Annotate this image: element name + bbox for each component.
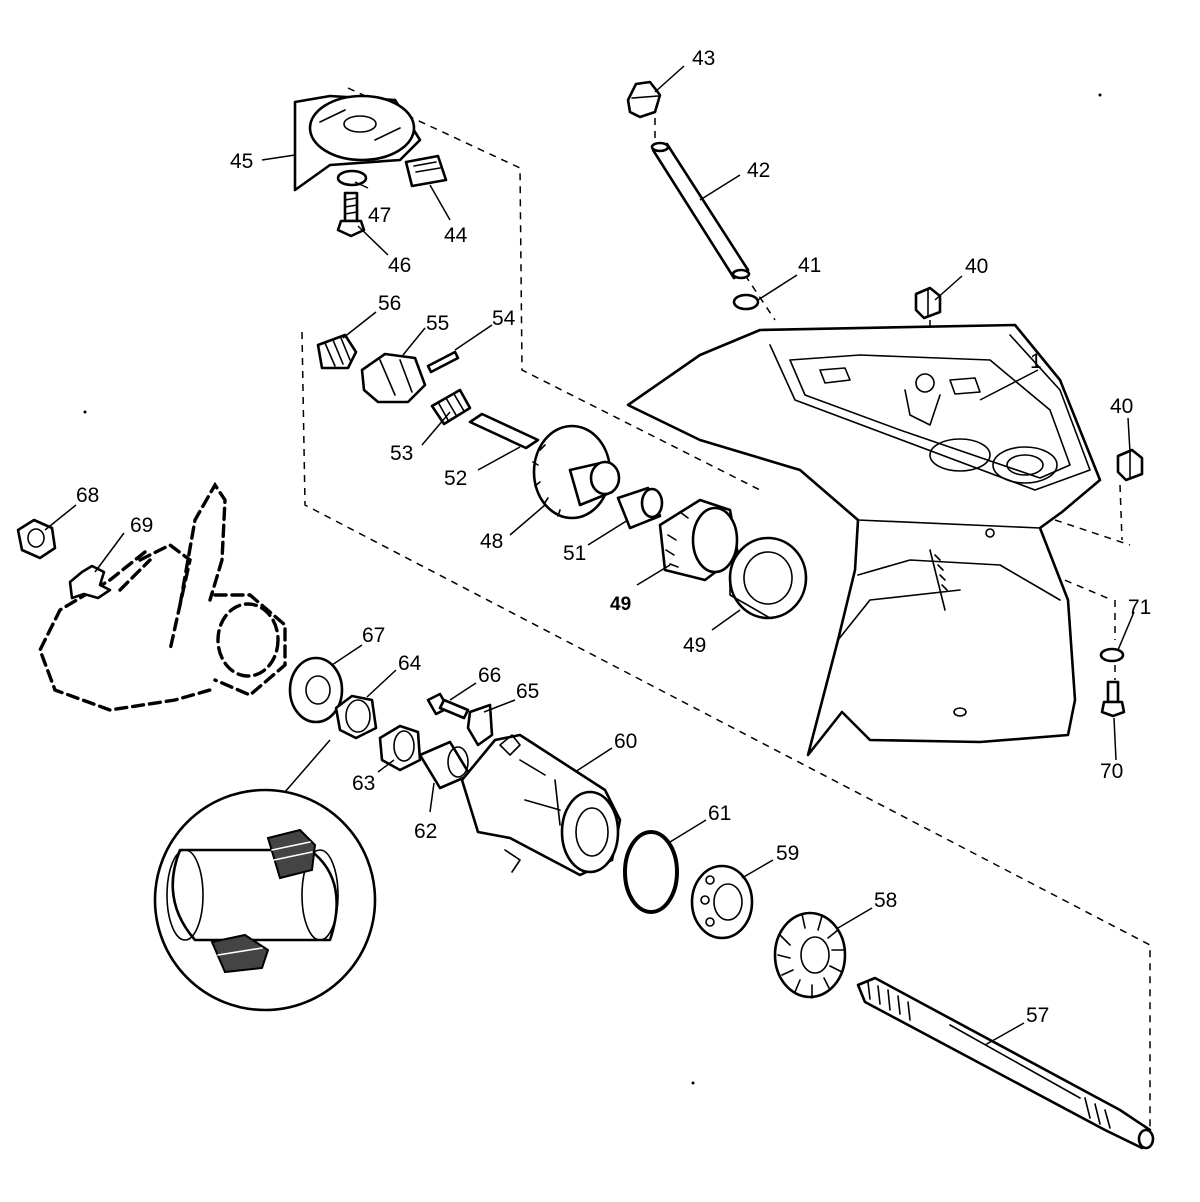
callout-57: 57	[1026, 1004, 1049, 1027]
carrier-bearing	[378, 724, 422, 772]
callout-68: 68	[76, 484, 99, 507]
callout-43: 43	[692, 47, 715, 70]
callout-51: 51	[563, 542, 586, 565]
callout-64: 64	[398, 652, 422, 675]
cam-follower	[468, 412, 540, 450]
screw	[336, 191, 366, 238]
tube-seal	[732, 293, 760, 311]
forward-gear	[773, 911, 847, 999]
callout-49-cone: 49	[610, 594, 631, 615]
retainer-bolt	[426, 692, 470, 720]
clip	[404, 154, 448, 188]
clutch-dog	[360, 352, 427, 404]
detent-spring	[430, 388, 472, 426]
water-tube	[650, 141, 751, 280]
spring-sleeve	[316, 333, 358, 370]
detail-inset	[153, 739, 377, 1012]
bearing-cup	[728, 536, 808, 620]
callout-44: 44	[444, 224, 468, 247]
callout-65: 65	[516, 680, 539, 703]
plug-right	[1116, 448, 1144, 482]
callout-54: 54	[492, 307, 516, 330]
bearing-carrier	[460, 733, 622, 877]
callout-55: 55	[426, 312, 449, 335]
tab-washer	[68, 564, 112, 600]
plug-upper	[914, 286, 942, 320]
speck	[691, 1081, 695, 1085]
callout-71: 71	[1128, 596, 1151, 619]
callout-53: 53	[390, 442, 413, 465]
thrust-washer	[288, 656, 344, 724]
callout-69: 69	[130, 514, 153, 537]
callout-labels: 43 42 41 40 40 1 45 47 44 46 56 55 54 53…	[76, 47, 1151, 1027]
callout-49-cup: 49	[683, 634, 706, 657]
washer-right	[1099, 647, 1125, 663]
gearcase-housing	[626, 323, 1102, 757]
callout-61: 61	[708, 802, 731, 825]
callout-1: 1	[1030, 350, 1042, 373]
speck	[83, 410, 87, 414]
speck	[1098, 93, 1102, 97]
callout-40: 40	[965, 255, 988, 278]
screw-right	[1100, 680, 1126, 718]
callout-41: 41	[798, 254, 821, 277]
callout-58: 58	[874, 889, 897, 912]
o-ring	[623, 830, 679, 914]
callout-66: 66	[478, 664, 501, 687]
callout-59: 59	[776, 842, 799, 865]
ball-bearing	[690, 864, 754, 940]
callout-47: 47	[368, 204, 391, 227]
assembly-outline-lines	[301, 87, 1151, 1140]
propshaft-seal	[334, 694, 378, 740]
propeller-shaft	[856, 976, 1155, 1150]
callout-40-right: 40	[1110, 395, 1133, 418]
callout-70: 70	[1100, 760, 1123, 783]
callout-56: 56	[378, 292, 401, 315]
grommet-cap	[626, 80, 662, 119]
callout-42: 42	[747, 159, 770, 182]
needle-bearing	[616, 486, 664, 530]
trim-tab	[293, 94, 422, 192]
callout-62: 62	[414, 820, 437, 843]
callout-46: 46	[388, 254, 411, 277]
leader-lines	[44, 65, 1135, 1046]
callout-45: 45	[230, 150, 253, 173]
bearing-retainer	[466, 703, 494, 747]
washer	[336, 169, 368, 187]
cross-pin	[426, 350, 460, 374]
reverse-gear	[532, 424, 621, 520]
callout-60: 60	[614, 730, 637, 753]
callout-48: 48	[480, 530, 503, 553]
callout-52: 52	[444, 467, 467, 490]
tapered-bearing-cone	[658, 498, 740, 582]
callout-67: 67	[362, 624, 385, 647]
callout-63: 63	[352, 772, 375, 795]
